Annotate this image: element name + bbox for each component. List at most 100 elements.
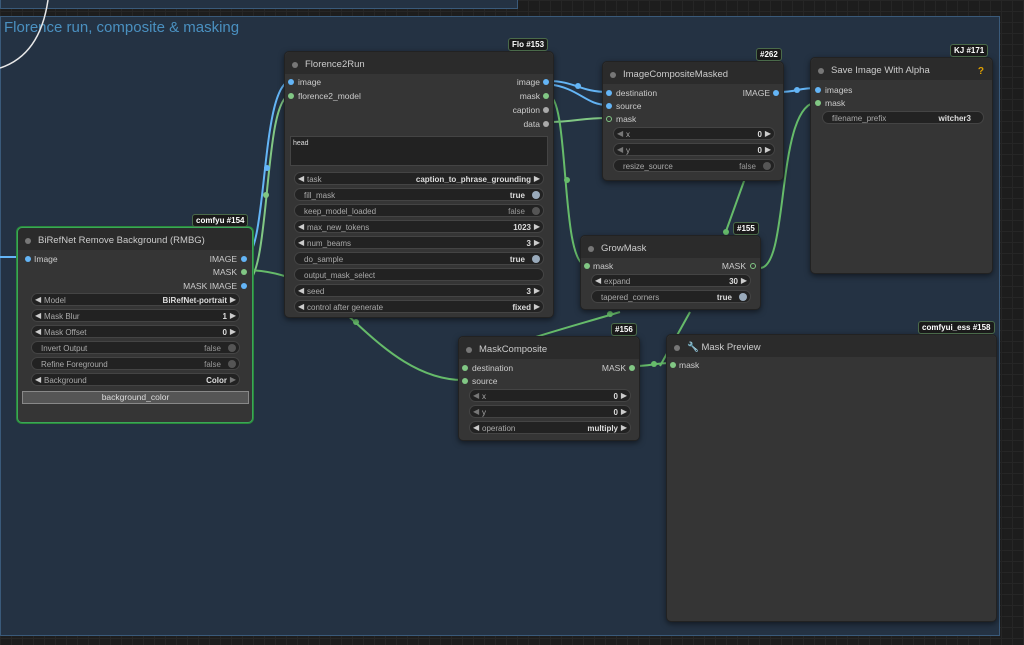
florence-output-data-pin[interactable] — [543, 121, 549, 127]
arrow-left-icon[interactable]: ◀ — [617, 129, 624, 138]
collapse-dot-icon[interactable] — [25, 238, 31, 244]
florence-output-mask-pin[interactable] — [543, 93, 549, 99]
arrow-left-icon[interactable]: ◀ — [298, 302, 305, 311]
arrow-left-icon[interactable]: ◀ — [35, 327, 42, 336]
florence-input-image-pin[interactable] — [288, 79, 294, 85]
arrow-right-icon[interactable]: ▶ — [620, 423, 627, 432]
growmask-input-mask-pin[interactable] — [584, 263, 590, 269]
birefnet-refine-foreground-toggle[interactable]: Refine Foreground false — [31, 357, 240, 370]
icm-x[interactable]: ◀ x 0 ▶ — [613, 127, 775, 140]
growmask-tapered-corners-toggle[interactable]: tapered_corners true — [591, 290, 751, 303]
florence-output-image-pin[interactable] — [543, 79, 549, 85]
birefnet-node[interactable]: BiRefNet Remove Background (RMBG) Image … — [17, 227, 253, 423]
birefnet-mask-offset[interactable]: ◀ Mask Offset 0 ▶ — [31, 325, 240, 338]
arrow-right-icon[interactable]: ▶ — [533, 286, 540, 295]
birefnet-model-combo[interactable]: ◀ Model BiRefNet-portrait ▶ — [31, 293, 240, 306]
florence-text-input[interactable]: head — [290, 136, 548, 166]
arrow-left-icon[interactable]: ◀ — [298, 238, 305, 247]
florence2run-node[interactable]: Florence2Run image florence2_model image… — [284, 51, 554, 318]
mask-preview-node[interactable]: 🔧 Mask Preview mask — [666, 334, 997, 622]
collapse-dot-icon[interactable] — [610, 72, 616, 78]
florence-output-mask-select[interactable]: output_mask_select — [294, 268, 544, 281]
maskcomposite-y[interactable]: ◀ y 0 ▶ — [469, 405, 631, 418]
florence-input-model-pin[interactable] — [288, 93, 294, 99]
arrow-right-icon[interactable]: ▶ — [229, 327, 236, 336]
collapse-dot-icon[interactable] — [818, 68, 824, 74]
growmask-output-mask-pin[interactable] — [750, 263, 756, 269]
arrow-left-icon[interactable]: ◀ — [35, 375, 42, 384]
arrow-left-icon[interactable]: ◀ — [473, 407, 480, 416]
arrow-right-icon[interactable]: ▶ — [533, 174, 540, 183]
imagecompositemasked-node[interactable]: ImageCompositeMasked destination source … — [602, 61, 784, 181]
florence-do-sample-toggle[interactable]: do_sample true — [294, 252, 544, 265]
icm-input-destination-pin[interactable] — [606, 90, 612, 96]
filename-prefix-field[interactable]: filename_prefix witcher3 — [822, 111, 984, 124]
arrow-left-icon[interactable]: ◀ — [298, 222, 305, 231]
florence-max-new-tokens[interactable]: ◀ max_new_tokens 1023 ▶ — [294, 220, 544, 233]
florence-output-caption-pin[interactable] — [543, 107, 549, 113]
growmask-expand[interactable]: ◀ expand 30 ▶ — [591, 274, 751, 287]
icm-output-image-pin[interactable] — [773, 90, 779, 96]
arrow-right-icon[interactable]: ▶ — [764, 129, 771, 138]
save-input-mask-pin[interactable] — [815, 100, 821, 106]
florence-fill-mask-toggle[interactable]: fill_mask true — [294, 188, 544, 201]
mask-preview-title[interactable]: 🔧 Mask Preview — [667, 335, 996, 357]
florence2run-title[interactable]: Florence2Run — [285, 52, 553, 74]
maskcomposite-output-mask-pin[interactable] — [629, 365, 635, 371]
maskcomposite-title[interactable]: MaskComposite — [459, 337, 639, 359]
group-title[interactable]: Florence run, composite & masking — [4, 19, 240, 36]
maskcomposite-node[interactable]: MaskComposite destination source MASK ◀ … — [458, 336, 640, 441]
birefnet-output-mask-pin[interactable] — [241, 269, 247, 275]
birefnet-input-image-pin[interactable] — [25, 256, 31, 262]
arrow-left-icon[interactable]: ◀ — [298, 286, 305, 295]
save-image-alpha-title[interactable]: Save Image With Alpha — [811, 58, 992, 80]
birefnet-output-image-pin[interactable] — [241, 256, 247, 262]
icm-input-source-pin[interactable] — [606, 103, 612, 109]
arrow-left-icon[interactable]: ◀ — [35, 295, 42, 304]
arrow-right-icon[interactable]: ▶ — [620, 407, 627, 416]
arrow-left-icon[interactable]: ◀ — [473, 391, 480, 400]
florence-seed[interactable]: ◀ seed 3 ▶ — [294, 284, 544, 297]
arrow-right-icon[interactable]: ▶ — [764, 145, 771, 154]
imagecompositemasked-title[interactable]: ImageCompositeMasked — [603, 62, 783, 84]
growmask-title[interactable]: GrowMask — [581, 236, 760, 258]
icm-y[interactable]: ◀ y 0 ▶ — [613, 143, 775, 156]
arrow-right-icon[interactable]: ▶ — [533, 302, 540, 311]
arrow-left-icon[interactable]: ◀ — [473, 423, 480, 432]
arrow-left-icon[interactable]: ◀ — [595, 276, 602, 285]
arrow-right-icon[interactable]: ▶ — [620, 391, 627, 400]
florence-task-combo[interactable]: ◀ task caption_to_phrase_grounding ▶ — [294, 172, 544, 185]
arrow-right-icon[interactable]: ▶ — [229, 295, 236, 304]
arrow-right-icon[interactable]: ▶ — [740, 276, 747, 285]
arrow-right-icon[interactable]: ▶ — [229, 311, 236, 320]
maskpreview-input-mask-pin[interactable] — [670, 362, 676, 368]
birefnet-mask-blur[interactable]: ◀ Mask Blur 1 ▶ — [31, 309, 240, 322]
background-color-button[interactable]: background_color — [22, 391, 249, 404]
birefnet-invert-output-toggle[interactable]: Invert Output false — [31, 341, 240, 354]
help-icon[interactable]: ? — [977, 66, 984, 77]
collapse-dot-icon[interactable] — [466, 347, 472, 353]
birefnet-output-mask-image-pin[interactable] — [241, 283, 247, 289]
collapse-dot-icon[interactable] — [588, 246, 594, 252]
save-image-alpha-node[interactable]: Save Image With Alpha ? images mask file… — [810, 57, 993, 274]
maskcomposite-input-source-pin[interactable] — [462, 378, 468, 384]
arrow-right-icon[interactable]: ▶ — [533, 222, 540, 231]
arrow-left-icon[interactable]: ◀ — [617, 145, 624, 154]
maskcomposite-input-destination-pin[interactable] — [462, 365, 468, 371]
arrow-right-icon[interactable]: ▶ — [229, 375, 236, 384]
collapse-dot-icon[interactable] — [292, 62, 298, 68]
upper-group[interactable] — [0, 0, 518, 9]
arrow-left-icon[interactable]: ◀ — [298, 174, 305, 183]
florence-keep-model-loaded-toggle[interactable]: keep_model_loaded false — [294, 204, 544, 217]
arrow-right-icon[interactable]: ▶ — [533, 238, 540, 247]
florence-num-beams[interactable]: ◀ num_beams 3 ▶ — [294, 236, 544, 249]
growmask-node[interactable]: GrowMask mask MASK ◀ expand 30 ▶ tapered… — [580, 235, 761, 310]
birefnet-background-combo[interactable]: ◀ Background Color ▶ — [31, 373, 240, 386]
save-input-images-pin[interactable] — [815, 87, 821, 93]
maskcomposite-x[interactable]: ◀ x 0 ▶ — [469, 389, 631, 402]
florence-control-after-generate[interactable]: ◀ control after generate fixed ▶ — [294, 300, 544, 313]
collapse-dot-icon[interactable] — [674, 345, 680, 351]
icm-resize-source-toggle[interactable]: resize_source false — [613, 159, 775, 172]
birefnet-title[interactable]: BiRefNet Remove Background (RMBG) — [18, 228, 252, 250]
